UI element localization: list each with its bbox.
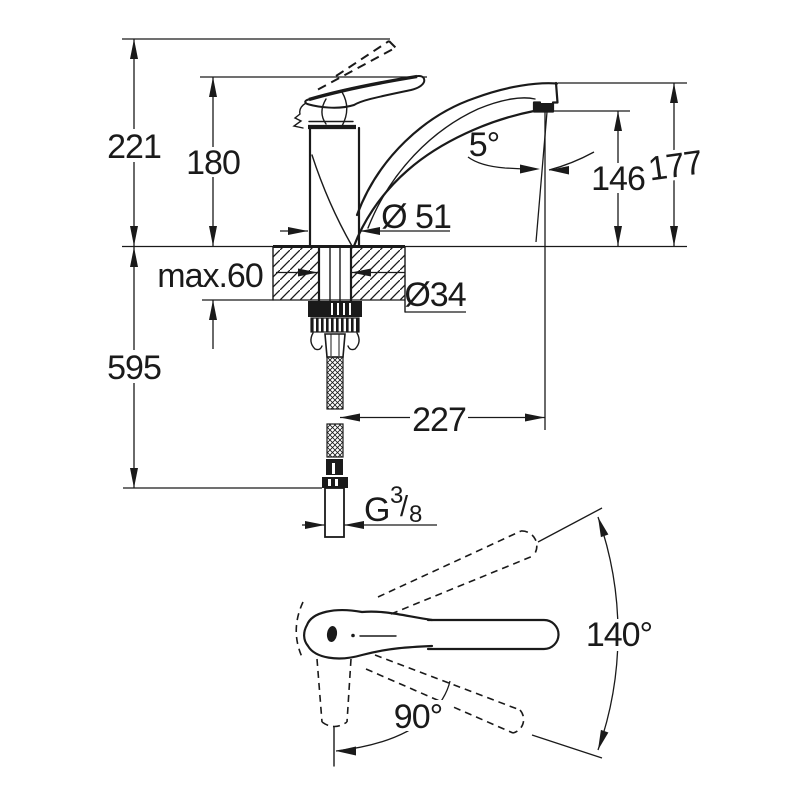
boss-dashed-arc	[295, 601, 304, 658]
lever-blade-top-view	[426, 618, 560, 651]
dim-label-thread-denominator: 8	[409, 501, 422, 528]
dim-227: 227	[340, 401, 545, 439]
dim-label-total-height: 221	[107, 128, 161, 166]
spout-top-edge	[355, 82, 559, 217]
dim-177: 177	[644, 83, 706, 246]
dim-label-aerator-height: 146	[591, 160, 645, 198]
braided-hose-lower	[326, 423, 344, 458]
dim-label-stream-angle: 5°	[469, 126, 500, 164]
dim-swivel-angle: 140°	[531, 507, 657, 759]
dim-label-spout-reach: 227	[412, 401, 466, 439]
stream-angle-annotation: 5°	[467, 111, 595, 430]
dim-label-shank-diameter: Ø34	[404, 276, 465, 314]
dim-base-diameter: Ø 51	[280, 198, 452, 236]
mounting-nut	[308, 301, 362, 317]
dim-label-lever-angle: 90°	[394, 698, 442, 736]
dim-shank-diameter: Ø34	[276, 268, 467, 314]
connection-tube	[324, 487, 345, 538]
dim-label-thread-slash: /	[400, 491, 409, 523]
braided-hose-upper	[326, 356, 344, 410]
dim-lever-angle: 90°	[335, 680, 451, 756]
cartridge-sketch	[292, 102, 307, 129]
lever-handle	[304, 74, 426, 109]
lever-boss	[303, 609, 434, 660]
faucet-side-view	[292, 40, 559, 248]
dim-max60: max.60	[157, 257, 264, 349]
dim-146: 146	[590, 111, 646, 246]
dim-label-thread-prefix: G	[364, 491, 389, 529]
handle-top-view	[295, 530, 560, 767]
below-deck-assembly	[308, 245, 362, 538]
knurled-ring	[310, 317, 360, 333]
spout-under-edge	[352, 109, 536, 248]
dim-thread: G 3 / 8	[302, 482, 437, 529]
dim-595: 595	[106, 247, 162, 488]
dim-221: 221	[106, 39, 162, 246]
clip-left	[310, 332, 323, 351]
dim-label-thread-numerator: 3	[390, 482, 403, 509]
dim-label-body-height: 180	[186, 144, 240, 182]
dim-label-spout-height: 177	[646, 143, 705, 188]
lever-position-down-dashed	[365, 654, 525, 734]
dim-label-base-diameter: Ø 51	[381, 198, 451, 236]
lever-position-up-dashed	[377, 530, 538, 615]
hose-fitting	[324, 333, 346, 358]
aerator	[534, 103, 553, 112]
dim-label-swivel-angle: 140°	[586, 616, 652, 654]
counter-section	[272, 245, 406, 313]
clip-right	[347, 332, 360, 351]
dim-label-deck-thickness: max.60	[157, 257, 263, 295]
dim-180: 180	[185, 77, 241, 246]
body-hidden-dashed	[316, 658, 352, 728]
lever-raised-dashed	[317, 40, 397, 91]
lever-hole	[326, 626, 338, 642]
dim-label-hose-length: 595	[107, 349, 161, 387]
